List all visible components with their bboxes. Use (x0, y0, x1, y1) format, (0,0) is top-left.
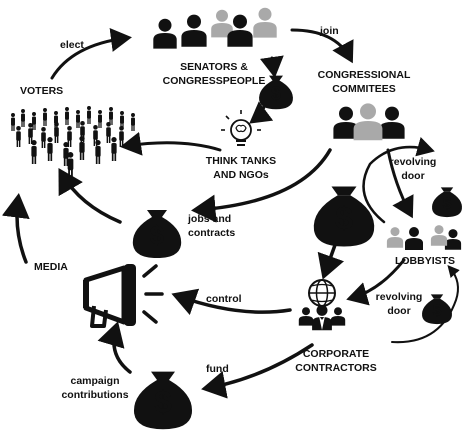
elect-label: elect (60, 39, 84, 51)
money-bag-icon: $ (422, 294, 452, 325)
svg-text:$: $ (154, 384, 171, 419)
media-to-voters-arrow (1, 193, 30, 264)
contractors-to-fund-arrow (201, 343, 314, 399)
revolving-door-bottom-label-line2: door (387, 305, 410, 317)
svg-text:$: $ (271, 83, 281, 103)
senators-group (153, 7, 277, 49)
revolving-door-top-arrow (362, 137, 435, 224)
join-arrow (290, 28, 354, 64)
committees-label-line1: CONGRESSIONAL (318, 69, 411, 81)
join-label: join (319, 25, 339, 37)
lobbyists-to-contractors-arrow (346, 258, 406, 306)
thinktank-to-voters-arrow (120, 131, 222, 156)
senators-label-line1: SENATORS & (180, 61, 248, 73)
jobs-to-voters-arrow (58, 167, 122, 224)
senators-to-money-arrow (259, 55, 284, 78)
committees-label-line2: COMMITEES (332, 83, 396, 95)
revolving-door-top-label-line1: revolving (390, 156, 437, 168)
edge-labels: elect join revolving door jobs and contr… (60, 25, 436, 401)
money-bag-icon: $ (432, 187, 462, 218)
money-bag-icon: $ (133, 371, 193, 430)
arrows (1, 28, 460, 399)
lobbyists-label: LOBBYISTS (395, 255, 455, 267)
elect-arrow (50, 28, 132, 80)
contractors-label-line1: CORPORATE (303, 348, 369, 360)
senators-label-line2: CONGRESSPEOPLE (163, 75, 266, 87)
jobs-contracts-label-line1: jobs and (187, 213, 231, 225)
svg-text:$: $ (433, 301, 442, 319)
control-arrow (171, 288, 292, 316)
svg-text:$: $ (443, 194, 452, 212)
lightbulb-brain-icon (221, 110, 261, 146)
committees-money-to-contractors-arrow (317, 243, 345, 280)
revolving-door-top-label-line2: door (401, 170, 424, 182)
svg-text:$: $ (150, 220, 165, 250)
committees-group (333, 103, 405, 141)
lobbyists-group (386, 225, 462, 250)
fund-label: fund (206, 363, 229, 375)
megaphone-icon (83, 264, 164, 328)
committees-to-lobbyists-arrow (386, 148, 414, 219)
money-bag-icon: $ (259, 75, 293, 110)
corporate-globe-icon (298, 279, 346, 331)
money-bag-icon: $ (132, 210, 182, 258)
money-bag-icon: $ (313, 186, 375, 247)
voters-crowd (11, 106, 135, 178)
node-labels: VOTERS SENATORS & CONGRESSPEOPLE CONGRES… (20, 61, 455, 374)
jobs-contracts-label-line2: contracts (188, 227, 235, 239)
contractors-label-line2: CONTRACTORS (295, 362, 376, 374)
revolving-door-bottom-label-line1: revolving (376, 291, 423, 303)
think-tanks-label-line1: THINK TANKS (206, 155, 276, 167)
svg-text:$: $ (335, 200, 353, 236)
committees-to-jobs-arrow (191, 148, 332, 223)
voters-label: VOTERS (20, 85, 63, 97)
revolving-door-bottom-arrow (391, 264, 460, 344)
think-tanks-label-line2: AND NGOs (213, 169, 269, 181)
campaign-contributions-label-line2: contributions (61, 389, 128, 401)
control-label: control (206, 293, 242, 305)
media-label: MEDIA (34, 261, 68, 273)
campaign-contributions-label-line1: campaign (70, 375, 119, 387)
campaign-to-media-arrow (97, 321, 132, 374)
